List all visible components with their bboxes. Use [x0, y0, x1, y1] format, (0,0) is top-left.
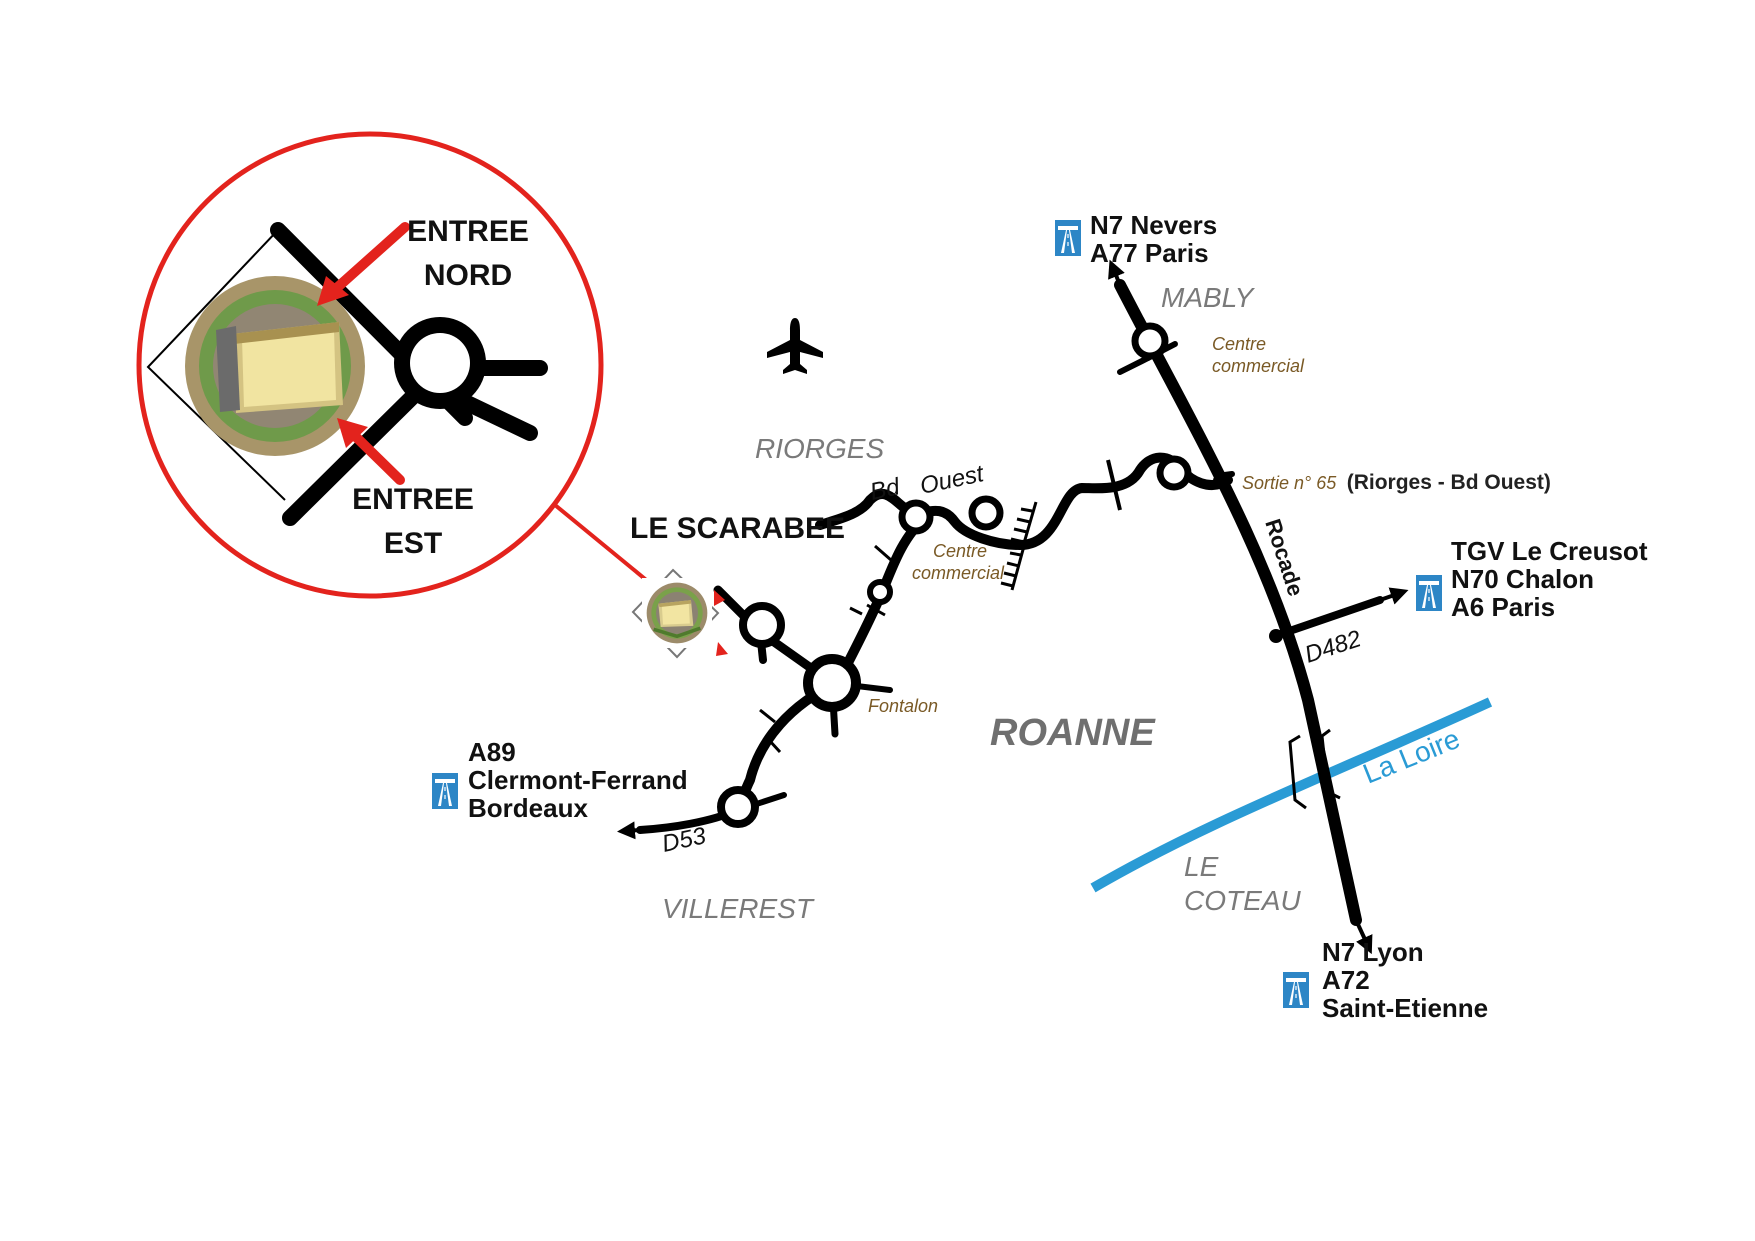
- callout-plot: [146, 229, 365, 501]
- dest-north-line: N7 Nevers: [1090, 210, 1217, 240]
- d482-label: D482: [1302, 625, 1365, 668]
- town-le-coteau-2: COTEAU: [1184, 885, 1301, 916]
- stadium-icon: [642, 578, 712, 648]
- roundabout-icon: [1156, 455, 1192, 491]
- entree-est-arrow-icon: [337, 418, 368, 448]
- sortie-label: Sortie n° 65 (Riorges - Bd Ouest): [1242, 471, 1551, 494]
- destination-south: N7 Lyon A72 Saint-Etienne: [1322, 937, 1488, 1023]
- destination-north: N7 Nevers A77 Paris: [1090, 210, 1217, 268]
- motorway-sign-icon: [1055, 220, 1081, 256]
- dest-west-line: A89: [468, 737, 516, 767]
- town-villerest: VILLEREST: [662, 893, 815, 924]
- town-le-coteau: LE: [1184, 851, 1219, 882]
- la-loire-river: [1090, 697, 1493, 893]
- callout-zoom: ENTREE NORD ENTREE EST: [136, 131, 604, 599]
- d482-road: [1271, 596, 1384, 640]
- callout-circle: [136, 131, 604, 599]
- le-scarabee-venue: [631, 568, 728, 659]
- entree-est-label-2: EST: [384, 527, 442, 560]
- fontalon-label: Fontalon: [868, 696, 938, 716]
- town-mably: MABLY: [1161, 282, 1256, 313]
- dest-west-line-3: Bordeaux: [468, 793, 588, 823]
- west-arrow: [617, 821, 641, 840]
- entry-arrows: [317, 222, 410, 485]
- centre-commercial-mably-2: commercial: [1212, 356, 1305, 376]
- dest-south-line-2: A72: [1322, 965, 1370, 995]
- roundabouts: [717, 322, 1283, 828]
- le-scarabee-label: LE SCARABEE: [630, 512, 845, 545]
- centre-commercial-mably: Centre: [1212, 334, 1266, 354]
- north-arrow: [1108, 259, 1125, 286]
- sortie-number: Sortie n° 65: [1242, 473, 1337, 493]
- south-arrow: [1354, 919, 1373, 955]
- entree-nord-label-2: NORD: [424, 259, 512, 292]
- east-arrow: [1379, 587, 1409, 605]
- dest-east-line-2: N70 Chalon: [1451, 564, 1594, 594]
- roundabout-icon: [803, 654, 861, 712]
- entree-est-label: ENTREE: [352, 483, 474, 516]
- centre-commercial-bd-2: commercial: [912, 563, 1005, 583]
- centre-commercial-bd: Centre: [933, 541, 987, 561]
- railway-crossing-icon: [1010, 507, 1033, 544]
- callout-pointer: [553, 503, 658, 590]
- motorway-sign-icon: [432, 773, 458, 809]
- dest-west-line-2: Clermont-Ferrand: [468, 765, 688, 795]
- dest-south-line-3: Saint-Etienne: [1322, 993, 1488, 1023]
- roundabout-icon: [739, 602, 785, 648]
- roundabout-icon: [1131, 322, 1169, 360]
- bd-ouest-label-2: Ouest: [918, 460, 988, 500]
- entree-nord-label: ENTREE: [407, 215, 529, 248]
- callout-roads: [270, 222, 548, 526]
- roundabout-icon: [867, 579, 893, 605]
- town-riorges: RIORGES: [755, 433, 884, 464]
- airplane-icon: [767, 318, 823, 374]
- dest-south-line: N7 Lyon: [1322, 937, 1424, 967]
- sortie-destinations: (Riorges - Bd Ouest): [1347, 471, 1551, 494]
- dest-north-line-2: A77 Paris: [1090, 238, 1209, 268]
- roundabout-icon: [717, 786, 759, 828]
- bd-ouest-road: [815, 452, 1233, 550]
- destination-east: TGV Le Creusot N70 Chalon A6 Paris: [1451, 536, 1648, 622]
- destination-west: A89 Clermont-Ferrand Bordeaux: [468, 737, 688, 823]
- roundabout-icon: [968, 495, 1004, 531]
- dest-east-line-3: A6 Paris: [1451, 592, 1555, 622]
- railway-crossings: [1000, 501, 1038, 591]
- town-roanne: ROANNE: [990, 712, 1156, 754]
- motorway-sign-icon: [1416, 575, 1442, 611]
- roundabout-icon: [898, 499, 934, 535]
- motorway-sign-icon: [1283, 972, 1309, 1008]
- bd-ouest-label: Bd: [868, 473, 903, 506]
- entree-nord-arrow-icon: [317, 276, 349, 306]
- rocade-road: [1114, 279, 1362, 926]
- dest-east-line: TGV Le Creusot: [1451, 536, 1648, 566]
